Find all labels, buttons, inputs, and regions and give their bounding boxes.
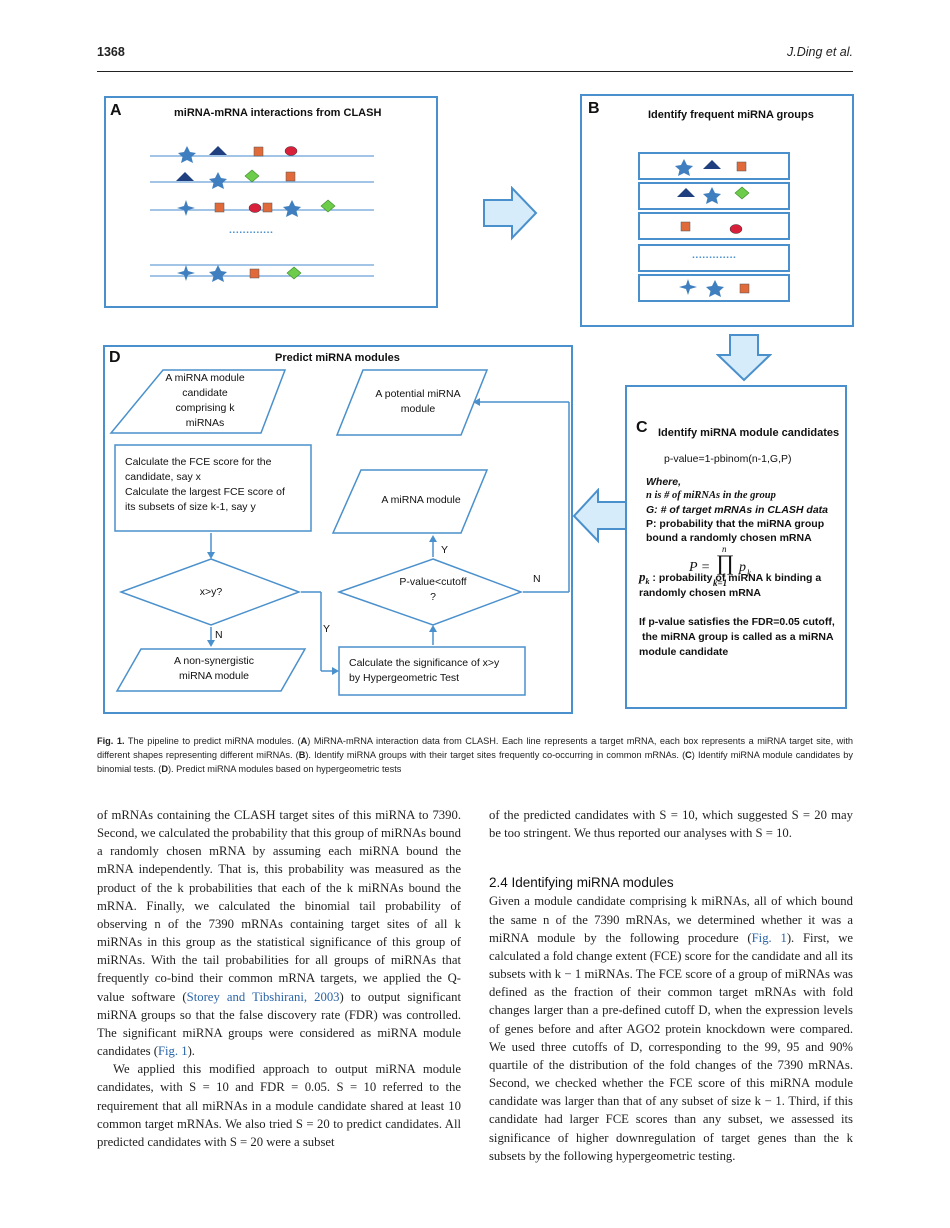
star-icon (178, 146, 196, 163)
non-synergistic-node: A non-synergistic miRNA module (174, 655, 254, 682)
diamond-icon (286, 266, 302, 280)
n-definition: n is # of miRNAs in the group (646, 490, 776, 501)
triangle-icon (703, 160, 721, 169)
panel-b-ellipsis: ............. (692, 249, 737, 261)
right-paragraph-1: of the predicted candidates with S = 10,… (489, 808, 853, 841)
page-number: 1368 (97, 45, 125, 59)
star-icon (703, 187, 721, 204)
square-icon (249, 268, 260, 279)
fdr-line-1: If p-value satisfies the FDR=0.05 cutoff… (639, 616, 835, 628)
diamond-icon (734, 186, 750, 200)
square-icon (739, 283, 750, 294)
square-icon (680, 221, 691, 232)
panel-c: C Identify miRNA module candidates p-val… (625, 385, 847, 709)
left-paragraph-1: of mRNAs containing the CLASH target sit… (97, 808, 462, 1059)
potential-module-node: A potential miRNA module (375, 388, 461, 415)
p-definition-2: bound a randomly chosen mRNA (646, 532, 812, 544)
circle-icon (284, 146, 298, 156)
circle-icon (729, 224, 743, 234)
panel-b-letter: B (588, 100, 600, 117)
square-icon (736, 161, 747, 172)
section-heading: 2.4 Identifying miRNA modules (489, 875, 674, 891)
module-node: A miRNA module (381, 494, 461, 506)
decision-y-label: Y (323, 623, 331, 635)
pvalue-y-label: Y (441, 544, 449, 556)
sparkle-icon (177, 200, 195, 216)
product-lhs: P = (689, 560, 711, 575)
panel-c-letter: C (636, 419, 648, 436)
square-icon (253, 146, 264, 157)
left-arrow-icon (572, 488, 627, 544)
panel-a-title: miRNA-mRNA interactions from CLASH (174, 107, 382, 119)
fdr-line-3: module candidate (639, 646, 729, 658)
p-definition-1: P: probability that the miRNA group (646, 518, 825, 530)
pvalue-node: P-value<cutoff ? (399, 576, 467, 603)
where-label: Where, (646, 476, 682, 488)
figure-1: A miRNA-mRNA interactions from CLASH (103, 94, 854, 714)
panel-a-ellipsis: ............. (229, 224, 274, 236)
product-lower: k=1 (713, 578, 728, 588)
product-upper: n (722, 544, 727, 554)
significance-node: Calculate the significance of x>y by Hyp… (349, 657, 500, 684)
panel-c-title: Identify miRNA module candidates (658, 427, 840, 439)
down-arrow-icon (716, 334, 772, 382)
group-row (638, 244, 790, 272)
running-title: J.Ding et al. (786, 45, 853, 59)
right-column: of the predicted candidates with S = 10,… (489, 806, 853, 1165)
star-icon (706, 280, 724, 297)
pvalue-n-label: N (533, 573, 541, 585)
left-paragraph-2: We applied this modified approach to out… (97, 1062, 461, 1149)
header-rule (97, 71, 853, 72)
circle-icon (248, 203, 262, 213)
square-icon (214, 202, 225, 213)
panel-d-title: Predict miRNA modules (275, 352, 400, 364)
g-definition: G: # of target mRNAs in CLASH data (646, 504, 829, 516)
flowchart (109, 369, 570, 696)
diamond-icon (244, 169, 260, 183)
triangle-icon (176, 172, 194, 181)
panel-b-title: Identify frequent miRNA groups (648, 109, 814, 121)
group-shapes (675, 159, 750, 297)
triangle-icon (677, 188, 695, 197)
product-subscript: k (747, 568, 751, 578)
pk-definition-2: randomly chosen mRNA (639, 587, 761, 599)
right-arrow-icon (483, 186, 538, 241)
panel-a: A miRNA-mRNA interactions from CLASH (104, 96, 438, 308)
group-row (638, 274, 790, 302)
star-icon (209, 172, 227, 189)
product-symbol: ∏ (716, 550, 735, 575)
fce-node: Calculate the FCE score for the candidat… (125, 456, 285, 513)
mrna-lines (150, 146, 374, 282)
panel-d: D Predict miRNA modules (103, 345, 573, 714)
candidate-node: A miRNA module candidate comprising k mi… (165, 372, 245, 429)
product-formula: P = n ∏ k=1 p k (689, 544, 809, 593)
fdr-line-2: the miRNA group is called as a miRNA (642, 631, 834, 643)
panel-b: B Identify frequent miRNA groups .......… (580, 94, 854, 327)
pk-definition-1: pk : probability of miRNA k binding a (639, 569, 822, 587)
star-icon (675, 159, 693, 176)
panel-d-letter: D (109, 349, 121, 366)
binomial-formula: p-value=1-pbinom(n-1,G,P) (664, 453, 792, 465)
reference-link[interactable]: Storey and Tibshirani, 2003 (186, 989, 340, 1004)
decision-n-label: N (215, 629, 223, 641)
right-paragraph-2: Given a module candidate comprising k mi… (489, 894, 853, 1163)
figure-link[interactable]: Fig. 1 (751, 930, 787, 945)
figure-link[interactable]: Fig. 1 (157, 1044, 188, 1059)
square-icon (285, 171, 296, 182)
square-icon (262, 202, 273, 213)
star-icon (209, 265, 227, 282)
panel-a-letter: A (110, 102, 122, 119)
group-row (638, 212, 790, 240)
diamond-icon (320, 199, 336, 213)
sparkle-icon (177, 265, 195, 281)
triangle-icon (209, 146, 227, 155)
figure-caption: Fig. 1. The pipeline to predict miRNA mo… (97, 736, 854, 774)
star-icon (283, 200, 301, 217)
product-term: p (739, 560, 746, 575)
left-column: of mRNAs containing the CLASH target sit… (97, 806, 461, 1151)
sparkle-icon (679, 279, 697, 295)
decision-node: x>y? (199, 586, 223, 598)
